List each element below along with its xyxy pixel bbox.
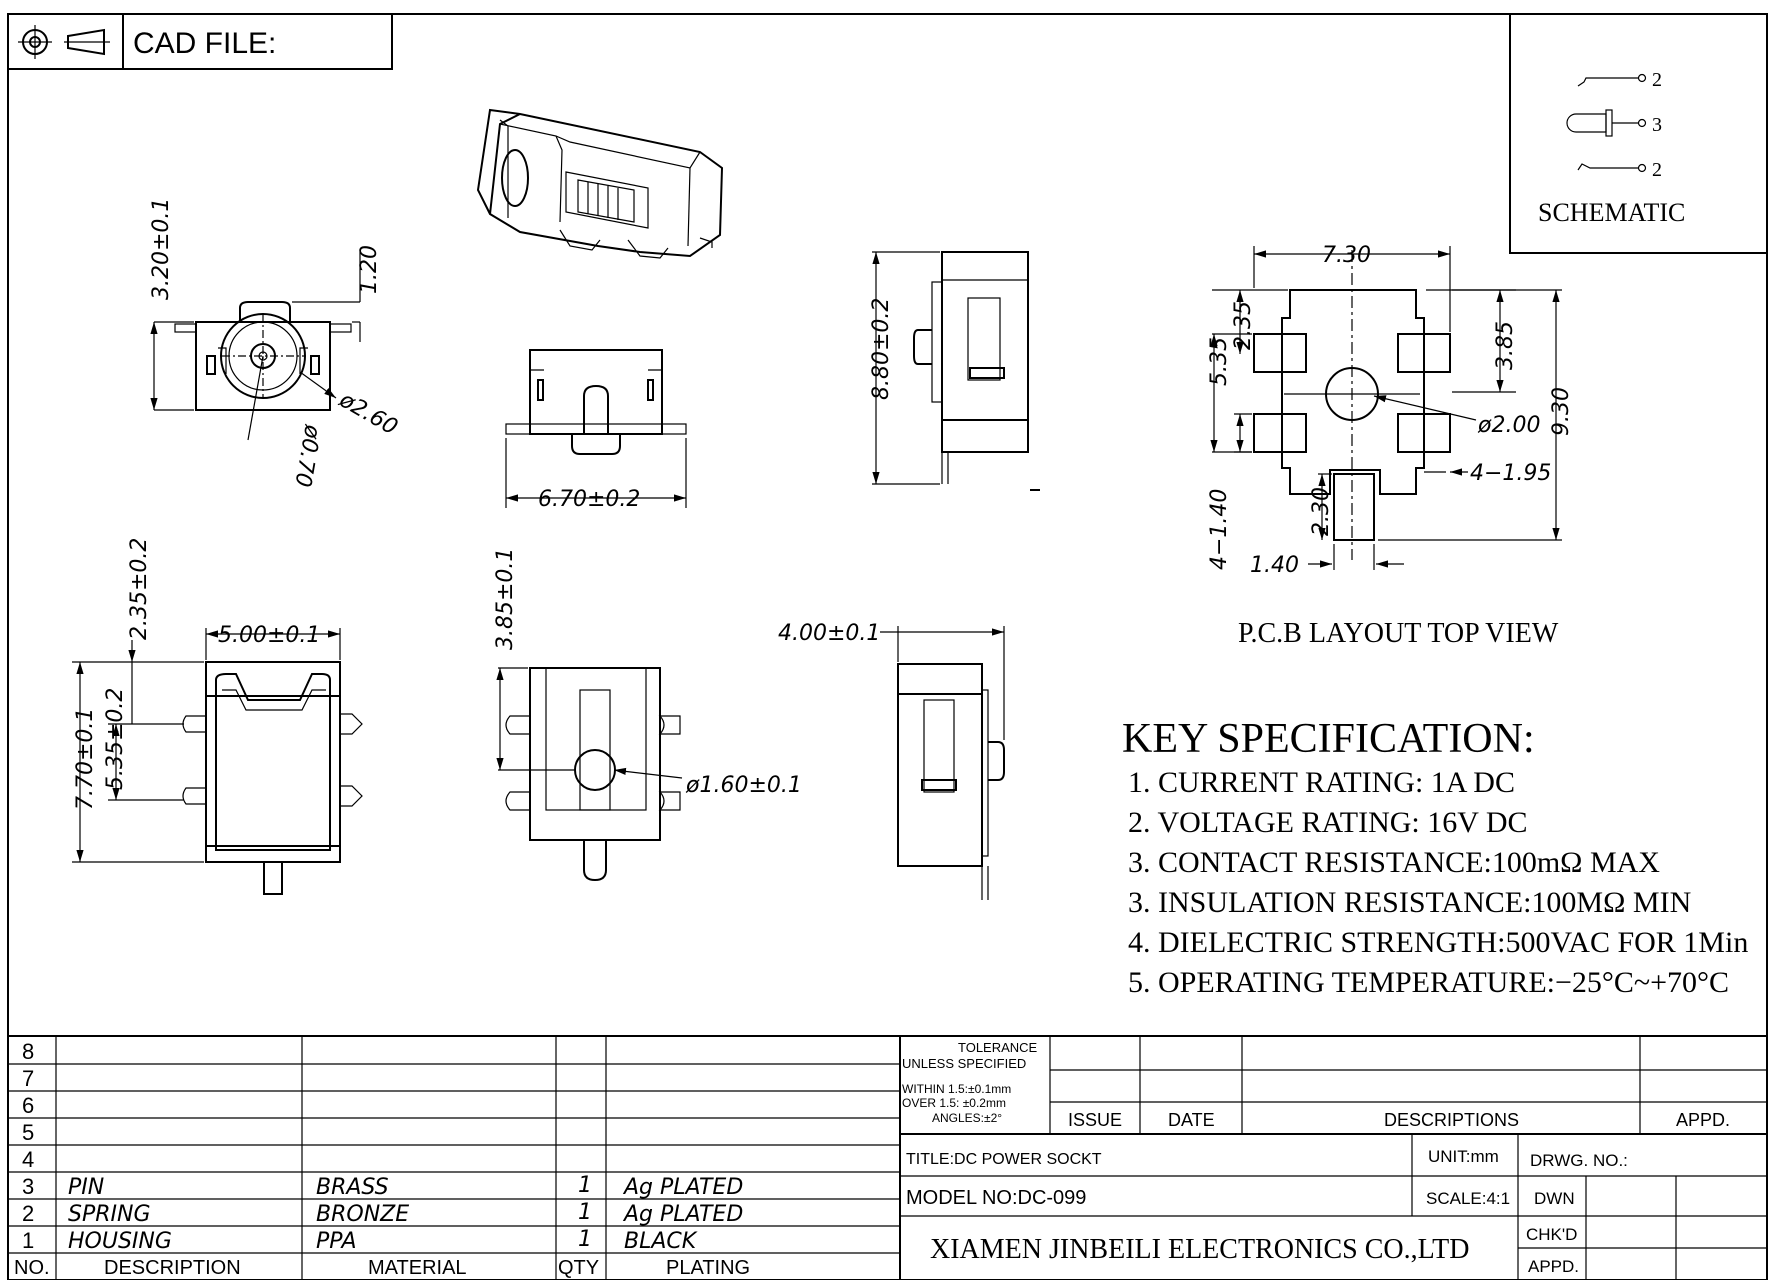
bom-header-qty: QTY bbox=[558, 1257, 599, 1279]
dim-label: 4−1.95 bbox=[1470, 461, 1551, 486]
dim-label: 8.80±0.2 bbox=[869, 298, 894, 400]
dim-label: ø2.60 bbox=[334, 387, 401, 440]
pin-label: 3 bbox=[1652, 114, 1662, 136]
descriptions-header: DESCRIPTIONS bbox=[1384, 1110, 1519, 1130]
bom-header-no: NO. bbox=[14, 1257, 50, 1279]
header-box: CAD FILE: bbox=[7, 13, 393, 70]
tolerance-label: TOLERANCE bbox=[958, 1040, 1038, 1055]
side-view: 8.80±0.2 bbox=[869, 251, 1040, 491]
dim-label: 4−1.40 bbox=[1207, 489, 1232, 570]
bom-row-number: 4 bbox=[22, 1147, 34, 1172]
bom-material: PPA bbox=[316, 1229, 357, 1254]
bom-material: BRASS bbox=[316, 1175, 389, 1200]
chkd-label: CHK'D bbox=[1526, 1225, 1577, 1244]
bom-desc: HOUSING bbox=[68, 1229, 172, 1254]
tolerance-value: WITHIN 1.5:±0.1mm bbox=[902, 1082, 1011, 1096]
key-specification: KEY SPECIFICATION: 1. CURRENT RATING: 1A… bbox=[1122, 716, 1748, 999]
spec-item: 2. VOLTAGE RATING: 16V DC bbox=[1128, 806, 1528, 839]
dim-label: 5.35 bbox=[1207, 337, 1232, 386]
appd-label: APPD. bbox=[1528, 1257, 1579, 1276]
bottom-view: 6.70±0.2 bbox=[505, 349, 687, 512]
dim-label: 4.00±0.1 bbox=[778, 621, 880, 646]
tolerance-label: UNLESS SPECIFIED bbox=[902, 1056, 1026, 1071]
bom-qty: 1 bbox=[578, 1227, 592, 1252]
dim-label: 1.40 bbox=[1250, 553, 1299, 578]
schematic-box: 2 3 2 SCHEMATIC bbox=[1509, 14, 1767, 254]
dim-label: ø0.70 bbox=[289, 422, 325, 489]
bom-table: 8 7 6 5 4 3 2 1 PIN BRASS 1 Ag PLATED SP… bbox=[8, 1035, 1767, 1280]
bom-header-description: DESCRIPTION bbox=[104, 1257, 241, 1279]
dim-label: ø2.00 bbox=[1477, 413, 1540, 438]
bom-qty: 1 bbox=[578, 1200, 592, 1225]
model-number: MODEL NO:DC-099 bbox=[906, 1187, 1086, 1209]
bom-material: BRONZE bbox=[316, 1202, 409, 1227]
unit-label: UNIT:mm bbox=[1428, 1147, 1499, 1166]
side-view-2: 4.00±0.1 bbox=[778, 621, 1005, 900]
front-view: 3.20±0.1 1.20 ø2.60 ø0.70 bbox=[149, 198, 402, 489]
bom-qty: 1 bbox=[578, 1173, 592, 1198]
dim-label: 2.35±0.2 bbox=[127, 538, 152, 640]
dwn-label: DWN bbox=[1534, 1189, 1575, 1208]
dim-label: 2.30 bbox=[1309, 487, 1334, 536]
dim-label: 2.35 bbox=[1231, 301, 1256, 350]
dim-label: 7.70±0.1 bbox=[73, 708, 98, 810]
spec-title: KEY SPECIFICATION: bbox=[1122, 716, 1535, 762]
pin-label: 2 bbox=[1652, 159, 1662, 181]
pin-label: 2 bbox=[1652, 69, 1662, 91]
bom-plating: BLACK bbox=[624, 1229, 698, 1254]
spec-item: 4. DIELECTRIC STRENGTH:500VAC FOR 1Min bbox=[1128, 926, 1748, 959]
bom-row-number: 8 bbox=[22, 1039, 34, 1064]
dim-label: 5.00±0.1 bbox=[218, 623, 320, 648]
bom-plating: Ag PLATED bbox=[622, 1175, 743, 1200]
dim-label: 1.20 bbox=[357, 245, 382, 294]
top-view: 5.00±0.1 7.70±0.1 5.35±0.2 2.35±0.2 bbox=[72, 538, 363, 895]
dim-label: 7.30 bbox=[1322, 243, 1371, 268]
bom-plating: Ag PLATED bbox=[622, 1202, 743, 1227]
bom-row-number: 2 bbox=[22, 1201, 34, 1226]
dim-label: 3.20±0.1 bbox=[149, 198, 174, 300]
dim-label: 5.35±0.2 bbox=[103, 688, 128, 790]
dim-label: ø1.60±0.1 bbox=[685, 773, 802, 798]
tolerance-value: ANGLES:±2° bbox=[932, 1111, 1002, 1125]
bom-row-number: 6 bbox=[22, 1093, 34, 1118]
drawing-title: TITLE:DC POWER SOCKT bbox=[906, 1151, 1102, 1168]
spec-item: 5. OPERATING TEMPERATURE:−25°C~+70°C bbox=[1128, 966, 1729, 999]
pcb-layout: 7.30 5.35 2.35 3.85 9.30 ø2.00 4−1.95 4−… bbox=[1207, 243, 1574, 649]
bom-header-plating: PLATING bbox=[666, 1257, 750, 1279]
spec-item: 3. CONTACT RESISTANCE:100mΩ MAX bbox=[1128, 846, 1660, 879]
dim-label: 3.85±0.1 bbox=[493, 548, 518, 650]
dim-label: 6.70±0.2 bbox=[538, 487, 640, 512]
appd-header: APPD. bbox=[1676, 1110, 1730, 1130]
pcb-title: P.C.B LAYOUT TOP VIEW bbox=[1238, 618, 1559, 649]
cad-file-label: CAD FILE: bbox=[133, 27, 276, 60]
dim-label: 9.30 bbox=[1549, 387, 1574, 436]
company-name: XIAMEN JINBEILI ELECTRONICS CO.,LTD bbox=[930, 1234, 1470, 1265]
date-header: DATE bbox=[1168, 1110, 1215, 1130]
middle-view: 3.85±0.1 ø1.60±0.1 bbox=[493, 548, 802, 882]
spec-item: 1. CURRENT RATING: 1A DC bbox=[1128, 766, 1515, 799]
bom-row-number: 1 bbox=[22, 1228, 34, 1253]
spec-item: 3. INSULATION RESISTANCE:100MΩ MIN bbox=[1128, 886, 1691, 919]
bom-row-number: 3 bbox=[22, 1174, 34, 1199]
issue-header: ISSUE bbox=[1068, 1110, 1122, 1130]
bom-desc: SPRING bbox=[68, 1202, 151, 1227]
bom-desc: PIN bbox=[68, 1175, 104, 1200]
dim-label: 3.85 bbox=[1493, 321, 1518, 370]
scale-label: SCALE:4:1 bbox=[1426, 1189, 1510, 1208]
bom-header-material: MATERIAL bbox=[368, 1257, 467, 1279]
drawing-number-label: DRWG. NO.: bbox=[1530, 1151, 1628, 1170]
title-block: TOLERANCE UNLESS SPECIFIED WITHIN 1.5:±0… bbox=[900, 1036, 1767, 1280]
sheet-border bbox=[7, 13, 1768, 1280]
bom-row-number: 5 bbox=[22, 1120, 34, 1145]
third-angle-projection-icon bbox=[18, 25, 110, 59]
schematic-title: SCHEMATIC bbox=[1538, 198, 1685, 227]
bom-row-number: 7 bbox=[22, 1066, 34, 1091]
isometric-view bbox=[476, 108, 724, 259]
tolerance-value: OVER 1.5: ±0.2mm bbox=[902, 1096, 1006, 1110]
